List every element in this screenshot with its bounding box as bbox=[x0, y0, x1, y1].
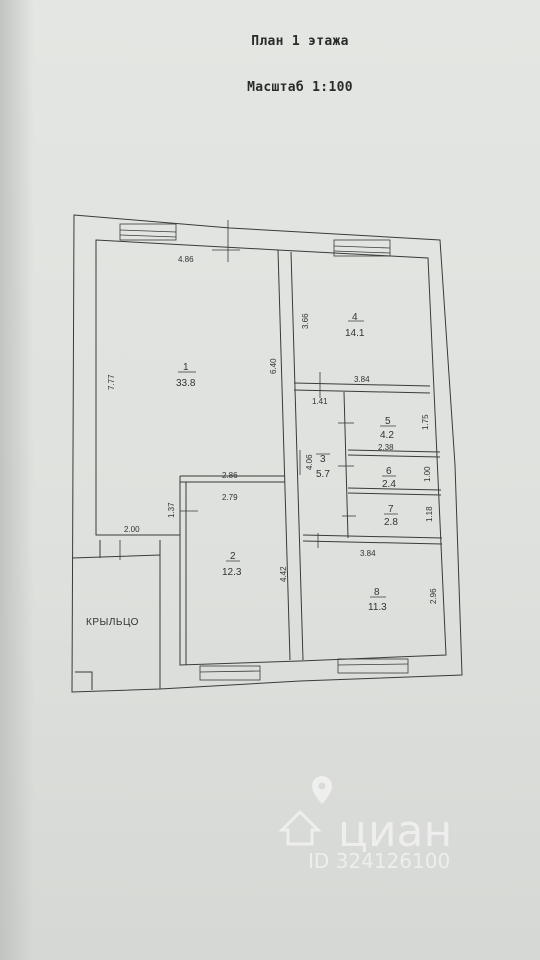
wall-room6-bottom bbox=[347, 487, 442, 491]
room-8-area: 11.3 bbox=[368, 602, 387, 613]
room-2-area: 12.3 bbox=[222, 567, 242, 578]
room-labels bbox=[178, 320, 398, 598]
dim-porch-width: 2.00 bbox=[124, 525, 140, 534]
wall-room5-bottom bbox=[347, 449, 441, 453]
dim-room4-height: 3.66 bbox=[301, 313, 310, 329]
dim-room2-height: 4.42 bbox=[279, 566, 288, 582]
dimension-labels: 4.86 7.77 6.40 3.66 3.84 1.41 1.75 2.38 … bbox=[107, 255, 438, 604]
room-7-area: 2.8 bbox=[384, 517, 398, 528]
window-bottom-left bbox=[199, 665, 261, 681]
watermark-id: ID 324126100 bbox=[308, 849, 450, 873]
window-line bbox=[333, 245, 391, 249]
room-numbers: 1 33.8 2 12.3 3 5.7 4 14.1 5 4.2 6 2.4 7… bbox=[86, 312, 398, 628]
windows bbox=[119, 220, 409, 681]
room-3-area: 5.7 bbox=[316, 469, 330, 480]
dim-room1-bottom: 2.86 bbox=[222, 471, 238, 480]
dim-room3-width: 1.41 bbox=[312, 397, 328, 406]
wall-room8-top bbox=[302, 534, 443, 539]
wall-room7-top bbox=[347, 492, 442, 496]
wall-room6-top bbox=[347, 454, 441, 458]
dim-top-left: 4.86 bbox=[178, 255, 194, 264]
dim-room7-height: 1.18 bbox=[425, 506, 434, 522]
inner-wall bbox=[95, 239, 447, 666]
partition-main-inner bbox=[290, 251, 304, 661]
room-4-number: 4 bbox=[352, 312, 358, 323]
dim-room4-width: 3.84 bbox=[354, 375, 370, 384]
room-5-area: 4.2 bbox=[380, 430, 394, 441]
window-bottom-right bbox=[337, 658, 409, 674]
outer-wall bbox=[71, 214, 463, 693]
dim-room5-height: 1.75 bbox=[421, 414, 430, 430]
wall-room8-top-inner bbox=[302, 540, 443, 545]
watermark-brand: циан bbox=[338, 806, 452, 857]
porch-label: КРЫЛЬЦО bbox=[86, 617, 139, 628]
plan-scale: Масштаб 1:100 bbox=[247, 80, 353, 95]
plan-title: План 1 этажа bbox=[251, 34, 349, 49]
room-1-area: 33.8 bbox=[176, 378, 196, 389]
location-pin-icon bbox=[312, 776, 332, 804]
page-edge-shadow bbox=[0, 0, 34, 960]
dim-room8-width: 3.84 bbox=[360, 549, 376, 558]
dim-room8-height: 2.96 bbox=[429, 588, 438, 604]
porch-corner bbox=[75, 671, 93, 690]
room-5-number: 5 bbox=[385, 416, 391, 427]
window-line bbox=[199, 670, 261, 673]
room-1-number: 1 bbox=[183, 362, 189, 373]
wall-room4-bottom-inner bbox=[293, 389, 431, 394]
window-line bbox=[119, 234, 177, 238]
window-line bbox=[337, 663, 409, 666]
dim-room3-height: 4.06 bbox=[305, 454, 314, 470]
dim-room5-width: 2.38 bbox=[378, 443, 394, 452]
location-pin-dot bbox=[318, 782, 326, 790]
room-2-number: 2 bbox=[230, 551, 236, 562]
room-6-number: 6 bbox=[386, 466, 392, 477]
wall-room3-right bbox=[343, 391, 349, 539]
dim-step: 1.37 bbox=[167, 502, 176, 518]
partition-main bbox=[277, 249, 291, 661]
cian-watermark: циан ID 324126100 bbox=[278, 776, 452, 873]
room-6-area: 2.4 bbox=[382, 479, 396, 490]
window-line bbox=[119, 229, 177, 233]
window-line bbox=[333, 250, 391, 254]
walls bbox=[71, 214, 463, 693]
dim-room6-height: 1.00 bbox=[423, 466, 432, 482]
dim-mid-wall: 6.40 bbox=[269, 358, 278, 374]
room-7-number: 7 bbox=[388, 504, 394, 515]
dim-room2-top: 2.79 bbox=[222, 493, 238, 502]
room-4-area: 14.1 bbox=[345, 328, 365, 339]
wall-room4-bottom bbox=[293, 382, 431, 387]
room-8-number: 8 bbox=[374, 587, 380, 598]
dim-left: 7.77 bbox=[107, 374, 116, 390]
house-icon bbox=[278, 809, 322, 846]
room-3-number: 3 bbox=[320, 454, 326, 465]
